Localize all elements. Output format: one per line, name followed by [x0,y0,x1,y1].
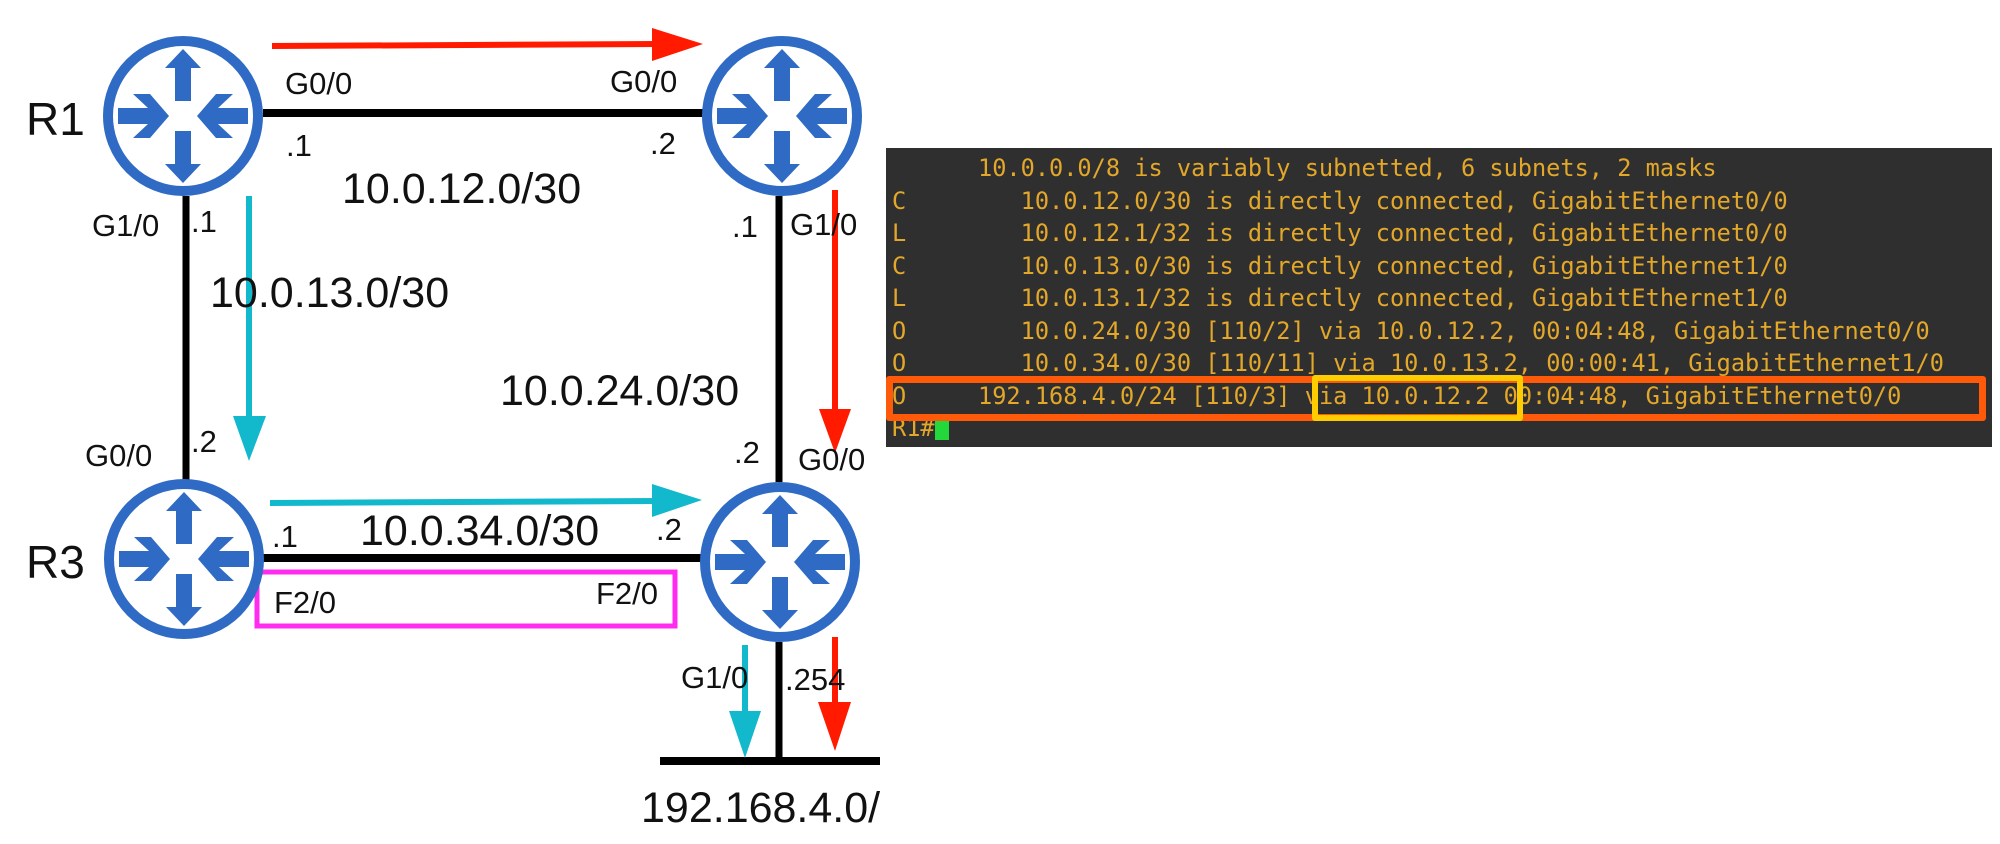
route-entry: O 10.0.34.0/30 [110/11] via 10.0.13.2, 0… [892,347,1992,380]
subnet-label: 10.0.12.0/30 [342,165,581,213]
route-text: 10.0.13.0/30 is directly connected, Giga… [1020,251,1788,280]
addr-label: .1 [191,204,217,239]
subnet-label: 10.0.24.0/30 [500,367,739,415]
router-icon[interactable] [707,41,857,191]
prompt: R1# [892,414,935,442]
cyan-arrow-r3-r4-shaft [269,498,661,506]
network-topology-diagram: R1 R2 R3 R4 G0/0 .1 G0/0 .2 10.0.12.0/30… [26,28,880,832]
addr-label: .2 [191,424,217,459]
router-icon[interactable] [705,487,855,637]
route-code: O [892,316,907,345]
iface-label: G1/0 [92,208,159,243]
cyan-arrow-r1-r3-head [233,416,266,461]
route-prefix: 192.168.4.0/24 [110/3] [978,381,1291,410]
f2-0-highlight-box [254,569,678,629]
subnet-label: 10.0.34.0/30 [360,507,599,555]
cyan-arrow-r4-lan-head [729,711,761,758]
addr-label: .1 [286,128,312,163]
route-rest: 00:04:48, GigabitEthernet0/0 [1489,381,1902,410]
addr-label: .254 [785,662,845,697]
addr-label: .2 [650,126,676,161]
terminal-prompt-line[interactable]: R1# [892,412,1992,445]
route-entry: L 10.0.13.1/32 is directly connected, Gi… [892,282,1992,315]
iface-label: G0/0 [85,438,152,473]
route-entry: O 10.0.24.0/30 [110/2] via 10.0.12.2, 00… [892,315,1992,348]
addr-label: .2 [734,435,760,470]
red-arrow-r4-lan-head [818,702,851,751]
iface-label: G0/0 [610,64,677,99]
subnet-label: 192.168.4.0/24 [641,784,880,832]
cursor [934,416,949,440]
red-arrow-r1-r2-shaft [271,41,661,49]
route-text: 10.0.12.0/30 is directly connected, Giga… [1020,186,1788,215]
iface-label: F2/0 [274,585,336,620]
red-path [271,28,851,751]
red-arrow-r1-r2-head [652,28,703,61]
route-summary-header: 10.0.0.0/8 is variably subnetted, 6 subn… [978,154,1717,182]
route-next-hop: via 10.0.12.2 [1304,381,1490,410]
route-code: L [892,219,907,247]
terminal-routing-table[interactable]: 10.0.0.0/8 is variably subnetted, 6 subn… [886,148,1992,447]
route-text: 10.0.24.0/30 [110/2] via 10.0.12.2, 00:0… [1020,316,1930,345]
route-entry: C 10.0.12.0/30 is directly connected, Gi… [892,185,1992,218]
route-code: O [892,381,907,410]
iface-label: G1/0 [790,207,857,242]
terminal-line: 10.0.0.0/8 is variably subnetted, 6 subn… [892,152,1992,185]
iface-label: G1/0 [681,660,748,695]
red-arrow-r2-r4-head [819,409,851,453]
addr-label: .1 [272,519,298,554]
route-entry-highlighted: O 192.168.4.0/24 [110/3] via 10.0.12.2 00… [892,380,1992,413]
subnet-label: 10.0.13.0/30 [210,269,449,317]
router-label-r3: R3 [26,536,85,588]
cyan-arrow-r3-r4-head [652,484,702,517]
route-text: 10.0.12.1/32 is directly connected, Giga… [1020,219,1788,247]
router-label-r1: R1 [26,93,85,145]
route-code: C [892,186,907,215]
router-icon[interactable] [109,484,259,634]
route-text: 10.0.34.0/30 [110/11] via 10.0.13.2, 00:… [1020,349,1944,377]
iface-label: F2/0 [596,576,658,611]
iface-label: G0/0 [285,66,352,101]
addr-label: .1 [732,209,758,244]
iface-label: G0/0 [798,442,865,477]
route-code: O [892,349,907,377]
route-code: C [892,251,907,280]
addr-label: .2 [656,512,682,547]
cyan-path [233,196,761,758]
route-text: 10.0.13.1/32 is directly connected, Giga… [1020,284,1788,312]
route-entry: C 10.0.13.0/30 is directly connected, Gi… [892,250,1992,283]
router-icon[interactable] [108,41,258,191]
route-code: L [892,284,907,312]
route-entry: L 10.0.12.1/32 is directly connected, Gi… [892,217,1992,250]
